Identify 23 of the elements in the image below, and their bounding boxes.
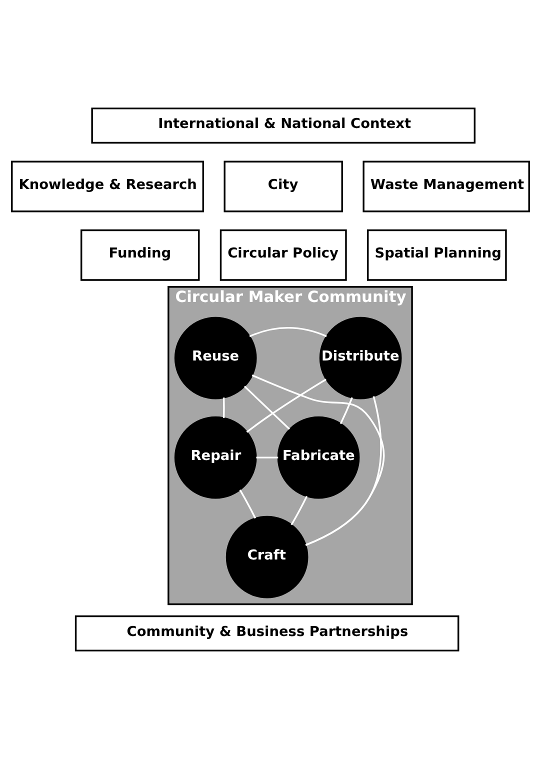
connector [256, 456, 278, 458]
node-circle: Fabricate [277, 416, 360, 498]
node-circle: Distribute [319, 316, 402, 399]
connector [222, 397, 225, 418]
node-box: Waste Management [362, 160, 530, 212]
node-box: Funding [80, 228, 200, 280]
node-circle: Reuse [174, 316, 257, 399]
connector [340, 396, 353, 424]
connector [244, 385, 290, 430]
connector [252, 374, 385, 546]
connector [249, 326, 327, 337]
connector [239, 488, 256, 518]
connector [305, 396, 382, 546]
node-box: City [224, 160, 343, 212]
node-box: International & National Context [91, 107, 476, 144]
node-box: Knowledge & Research [11, 160, 204, 212]
node-box: Community & Business Partnerships [74, 614, 460, 651]
connector [290, 495, 308, 525]
node-box: Spatial Planning [367, 228, 507, 280]
node-box: Circular Policy [220, 228, 347, 280]
node-circle: Craft [226, 515, 308, 598]
connector [246, 378, 327, 432]
node-circle: Repair [174, 416, 257, 498]
